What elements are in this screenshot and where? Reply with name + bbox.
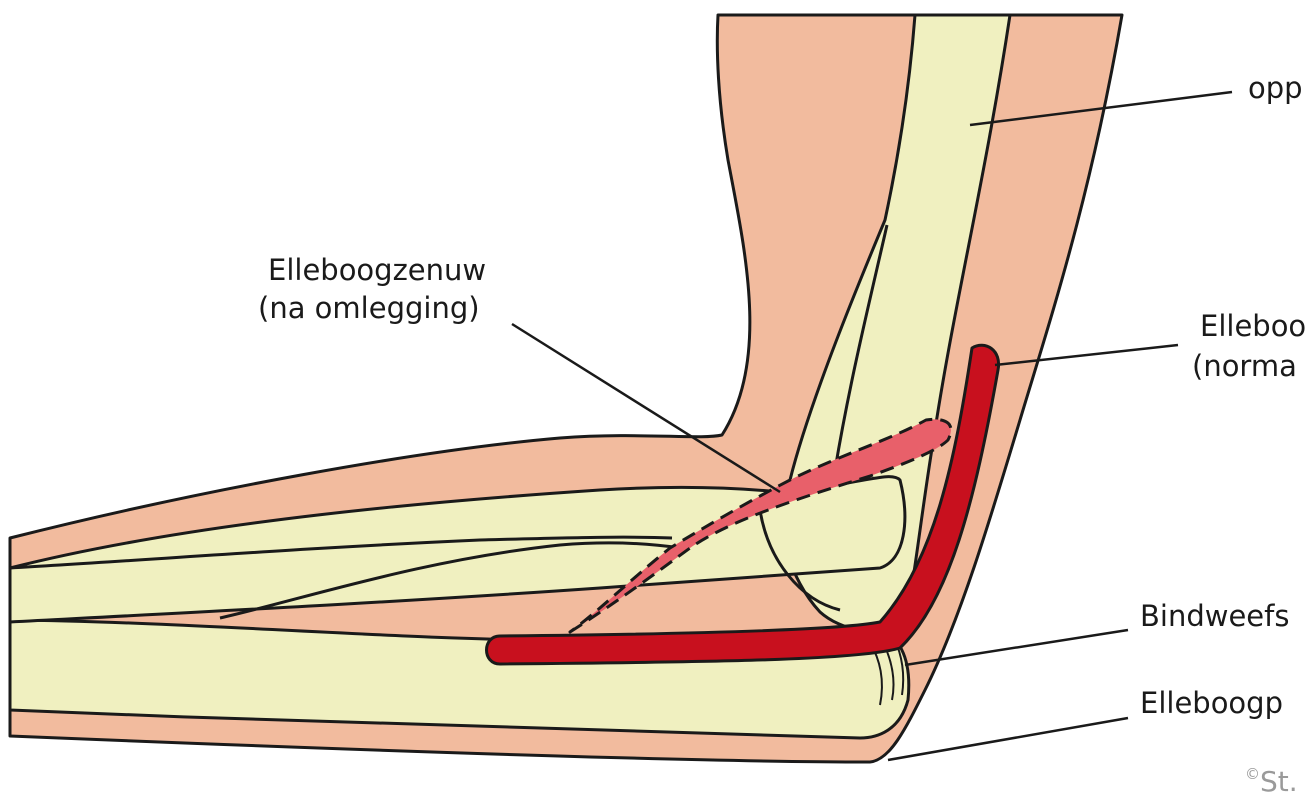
label-elbow-point: Elleboogp <box>1140 685 1283 721</box>
label-nerve-moved-line2: (na omlegging) <box>258 290 480 326</box>
copyright-text: St. <box>1260 765 1298 798</box>
copyright-notice: ©St. <box>1245 765 1298 798</box>
label-nerve-normal-line1: Elleboo <box>1200 308 1306 344</box>
label-nerve-normal-line2: (norma <box>1192 348 1297 384</box>
label-nerve-moved-line1: Elleboogzenuw <box>268 252 486 288</box>
copyright-symbol: © <box>1245 765 1260 783</box>
label-top-right: opp <box>1248 70 1303 106</box>
label-connective-tissue: Bindweefs <box>1140 598 1289 634</box>
